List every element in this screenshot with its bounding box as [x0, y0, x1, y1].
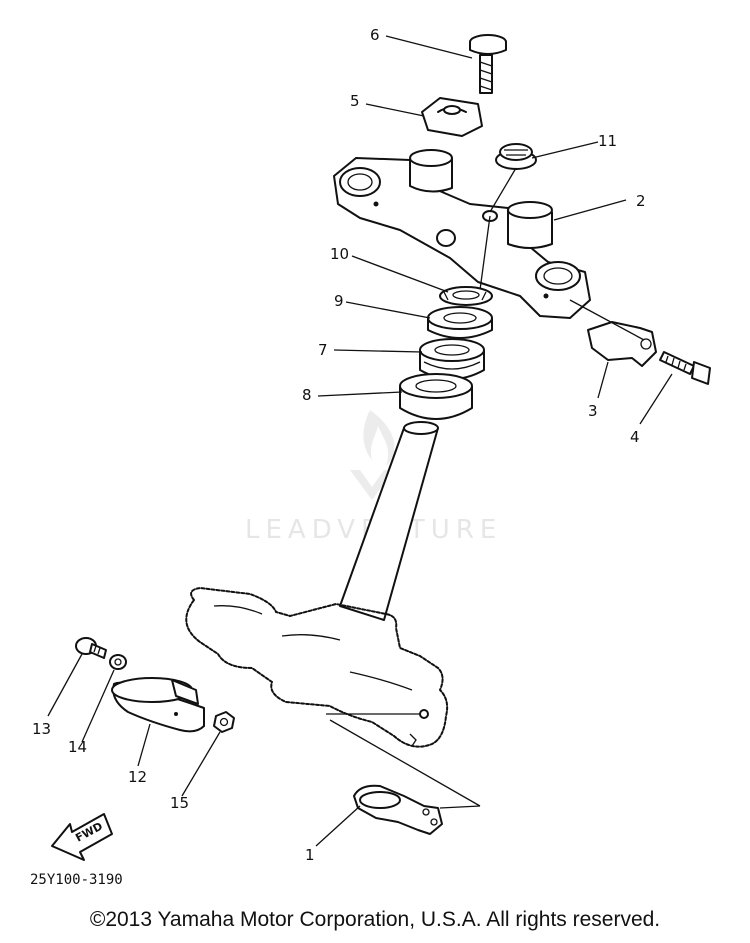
part-13-bolt	[75, 637, 107, 659]
callout-4: 4	[630, 428, 640, 446]
watermark-logo-icon	[350, 410, 395, 500]
part-10-ring-nut	[439, 286, 493, 306]
part-6-bolt	[469, 34, 507, 94]
callout-2: 2	[636, 192, 646, 210]
part-15-nut	[213, 711, 235, 733]
center-guide-line	[479, 215, 491, 291]
part-11-cap	[495, 143, 537, 170]
forward-arrow-icon: FWD	[51, 813, 113, 861]
callout-10: 10	[330, 245, 349, 263]
callout-9: 9	[334, 292, 344, 310]
callout-15: 15	[170, 794, 189, 812]
part-14-washer	[109, 654, 127, 670]
callout-labels: 1 2 3 4 5 6 7 8 9 10 11 12 13 14 15	[32, 26, 646, 864]
callout-12: 12	[128, 768, 147, 786]
callout-13: 13	[32, 720, 51, 738]
callout-8: 8	[302, 386, 312, 404]
leader-lines	[47, 35, 673, 847]
steering-stem-lower-bracket	[185, 421, 481, 809]
callout-5: 5	[350, 92, 360, 110]
callout-3: 3	[588, 402, 598, 420]
part-4-bolt	[659, 351, 711, 385]
part-8-bearing-race	[399, 373, 473, 420]
copyright-notice: ©2013 Yamaha Motor Corporation, U.S.A. A…	[89, 908, 661, 931]
part-5-handlebar-holder	[421, 97, 483, 137]
callout-6: 6	[370, 26, 380, 44]
callout-1: 1	[305, 846, 315, 864]
drawing-code: 25Y100-3190	[30, 872, 123, 888]
part-1-cable-guide	[353, 784, 443, 835]
callout-7: 7	[318, 341, 328, 359]
part-3-cable-guide	[569, 299, 657, 367]
part-12-clamp-band	[111, 677, 205, 733]
callout-14: 14	[68, 738, 87, 756]
part-7-bearing	[419, 338, 485, 380]
callout-11: 11	[598, 132, 617, 150]
part-2-upper-bracket	[333, 149, 591, 319]
part-9-bearing-cover	[427, 306, 493, 339]
